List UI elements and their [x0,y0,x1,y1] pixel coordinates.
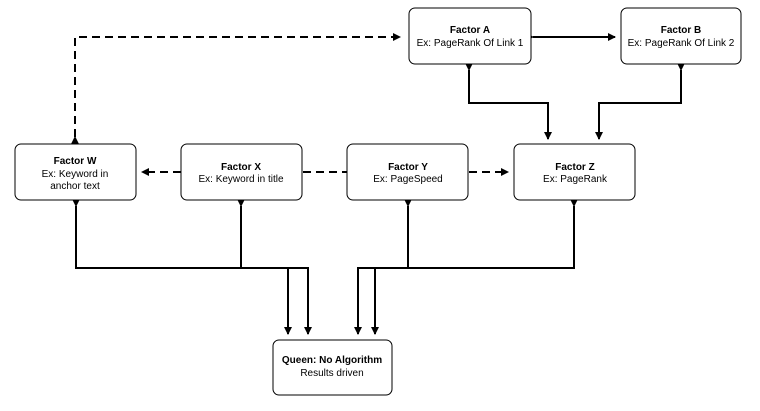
node-example: Ex: Keyword in [42,169,109,180]
node-title: Factor A [450,25,490,36]
node-title: Factor Z [555,162,594,173]
node-example-cont: anchor text [50,181,100,192]
edge-w-a [71,33,401,144]
node-title: Factor Y [388,162,428,173]
node-example: Ex: PageRank Of Link 1 [417,38,524,49]
edge-a-z [465,63,552,140]
edges [71,33,685,335]
node-factor-b[interactable]: Factor B Ex: PageRank Of Link 2 [620,7,742,65]
node-title: Factor X [221,162,261,173]
edge-b-z [595,63,685,140]
node-example: Ex: PageRank Of Link 2 [628,38,735,49]
node-example: Ex: PageSpeed [373,174,443,185]
node-factor-x[interactable]: Factor X Ex: Keyword in title [180,143,303,201]
node-factor-y[interactable]: Factor Y Ex: PageSpeed [346,143,469,201]
node-queen[interactable]: Queen: No Algorithm Results driven [272,339,393,396]
edge-queen-y [354,199,412,335]
node-example: Ex: PageRank [543,174,608,185]
node-title: Factor W [54,156,97,167]
node-example: Ex: Keyword in title [198,174,283,185]
node-title: Queen: No Algorithm [282,355,382,366]
node-factor-a[interactable]: Factor A Ex: PageRank Of Link 1 [408,7,532,65]
edge-queen-z [371,199,578,335]
node-factor-w[interactable]: Factor W Ex: Keyword in anchor text [14,143,137,201]
edge-queen-x [237,199,312,335]
node-factor-z[interactable]: Factor Z Ex: PageRank [513,143,636,201]
edge-queen-w [72,199,292,335]
node-example: Results driven [300,368,363,379]
node-title: Factor B [661,25,702,36]
